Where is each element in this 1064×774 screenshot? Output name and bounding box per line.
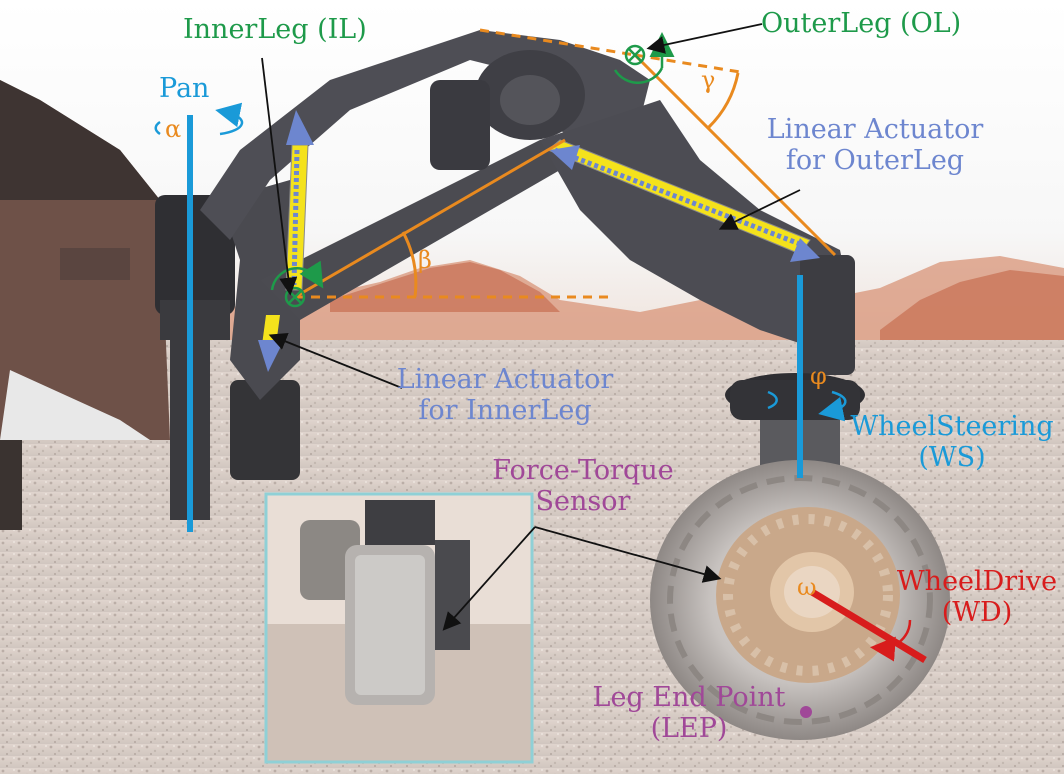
inset-border — [264, 492, 534, 764]
actuator-arrow-icon — [286, 110, 314, 145]
gamma-arc — [706, 72, 740, 130]
sensor-callout-arrow-wheel — [534, 526, 722, 583]
linear-actuator-outer-label: Linear Actuator for OuterLeg — [766, 114, 984, 176]
red-hill — [330, 262, 560, 312]
gamma-symbol: γ — [701, 66, 716, 94]
wheel-drive-label: WheelDrive (WD) — [896, 566, 1058, 628]
leg-end-point-label: Leg End Point (LEP) — [592, 682, 786, 744]
outer-leg-callout-arrow — [646, 23, 763, 54]
pan-label: Pan — [159, 73, 210, 104]
inner-actuator — [258, 110, 314, 372]
outer-actuator — [547, 139, 820, 262]
phi-symbol: φ — [810, 362, 827, 390]
leg-end-point-dot-icon — [800, 706, 812, 718]
rotation-arrow-icon — [154, 112, 242, 136]
wheel — [650, 460, 950, 740]
beta-symbol: β — [418, 246, 432, 274]
sensor-callout-arrow-inset — [442, 526, 536, 631]
wheel-steering-label: WheelSteering (WS) — [850, 411, 1054, 473]
rover-body — [0, 80, 170, 530]
pan-motor — [155, 195, 300, 520]
force-torque-inset — [264, 492, 534, 764]
outer-leg-label: OuterLeg (OL) — [761, 8, 962, 39]
beta-arc — [401, 231, 418, 298]
inner-leg-link — [260, 140, 570, 320]
alpha-symbol: α — [165, 115, 182, 143]
actuator-arrow-icon — [790, 238, 820, 262]
rotation-arrow-icon — [870, 619, 912, 662]
inner-leg-label: InnerLeg (IL) — [183, 14, 367, 45]
actuator-arrow-icon — [550, 145, 580, 170]
wheel-drive-axis — [810, 589, 927, 663]
inner-actuator-callout-arrow — [268, 332, 403, 389]
outer-actuator-callout-arrow — [718, 189, 801, 230]
rotation-arrow-icon — [767, 390, 845, 412]
inner-leg-kinematic-link — [294, 138, 566, 299]
inner-leg-callout-arrow — [261, 57, 298, 296]
gamma-reference-line — [634, 53, 741, 74]
omega-symbol: ω — [797, 573, 817, 601]
outer-leg-kinematic-link — [633, 53, 837, 257]
right-hill — [880, 270, 1064, 350]
linear-actuator-inner-label: Linear Actuator for InnerLeg — [396, 364, 614, 426]
force-torque-sensor-label: Force-Torque Sensor — [492, 455, 674, 517]
outer-reference-line-left — [479, 28, 636, 57]
